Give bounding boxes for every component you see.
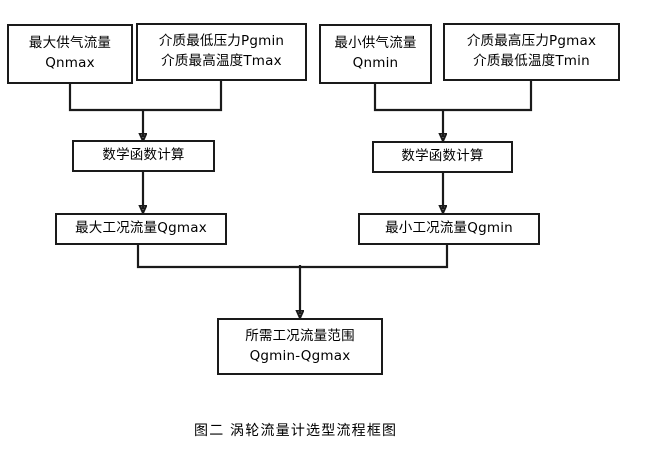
node-min-supply-flow-line1: 最小供气流量 [334,35,417,52]
wire-qgmin-to-range [300,245,449,269]
node-math-calc-left[interactable]: 数学函数计算 [72,140,215,172]
node-medium-min-pressure-line2: 介质最高温度Tmax [161,53,282,69]
node-medium-max-pressure-line2: 介质最低温度Tmin [473,53,590,69]
wire-medium-min-to-math-left [143,81,223,112]
node-medium-min-pressure[interactable]: 介质最低压力Pgmin 介质最高温度Tmax [136,23,307,81]
wire-medium-max-to-math-right [443,81,533,112]
node-max-working-flow-label: 最大工况流量Qgmax [75,220,207,237]
wire-max-supply-to-math-left [68,83,143,112]
node-max-working-flow[interactable]: 最大工况流量Qgmax [55,213,227,245]
wire-min-supply-to-math-right [373,83,443,112]
node-required-range-line1: 所需工况流量范围 [245,327,355,344]
node-min-supply-flow[interactable]: 最小供气流量 Qnmin [319,24,432,84]
node-max-supply-flow[interactable]: 最大供气流量 Qnmax [7,24,133,84]
figure-caption: 图二 涡轮流量计选型流程框图 [194,423,398,439]
node-medium-max-pressure-line1: 介质最高压力Pgmax [466,33,597,50]
wire-qgmax-to-range [136,245,300,269]
node-math-calc-left-label: 数学函数计算 [102,147,185,164]
node-required-range-line2: Qgmin-Qgmax [249,347,351,364]
node-medium-min-pressure-line1: 介质最低压力Pgmin [158,33,285,50]
node-math-calc-right-label: 数学函数计算 [401,148,484,165]
node-math-calc-right[interactable]: 数学函数计算 [372,141,513,173]
node-min-supply-flow-line2: Qnmin [352,55,399,71]
node-medium-max-pressure[interactable]: 介质最高压力Pgmax 介质最低温度Tmin [443,23,620,81]
node-max-supply-flow-line1: 最大供气流量 [28,35,112,52]
node-min-working-flow-label: 最小工况流量Qgmin [385,220,513,237]
node-min-working-flow[interactable]: 最小工况流量Qgmin [358,213,540,245]
node-max-supply-flow-line2: Qnmax [45,55,95,71]
node-required-range[interactable]: 所需工况流量范围 Qgmin-Qgmax [217,318,383,375]
